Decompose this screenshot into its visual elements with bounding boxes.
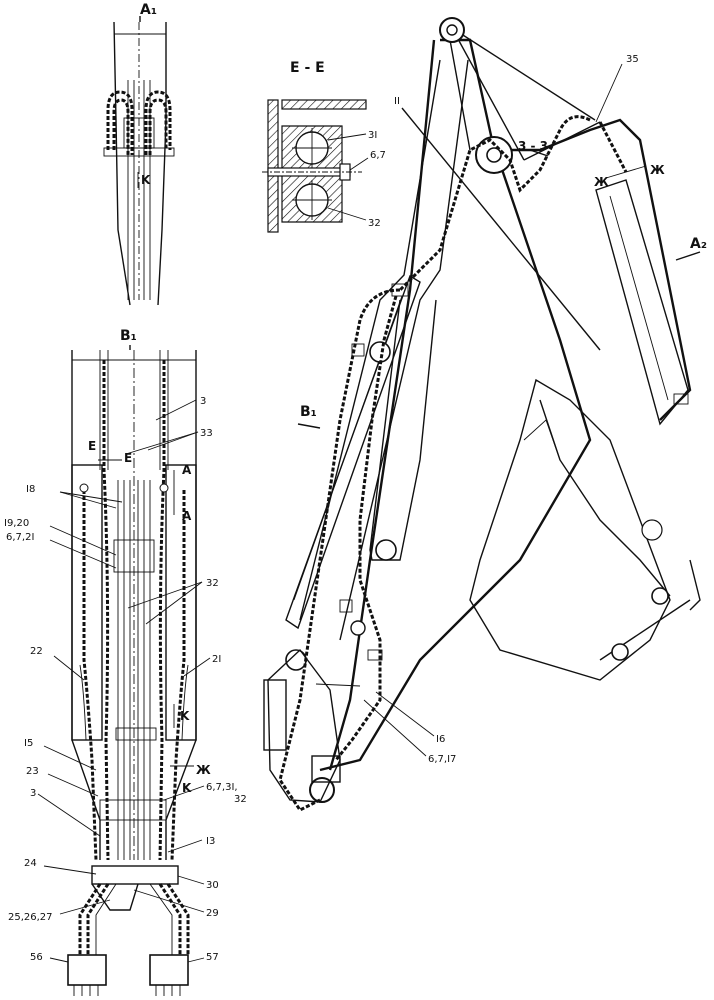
view-a1-label: A₁ [140, 2, 157, 18]
label-57: 57 [206, 952, 219, 963]
label-16: I6 [436, 734, 445, 745]
label-zh2: Ж [650, 163, 665, 177]
label-13: I3 [206, 836, 215, 847]
label-a2: A [182, 509, 192, 523]
label-6-7-17: 6,7,I7 [428, 754, 456, 765]
label-23: 23 [26, 766, 39, 777]
label-33: 33 [200, 428, 213, 439]
label-31-ee: 3I [368, 130, 377, 141]
label-32-ee: 32 [368, 218, 381, 229]
label-32b: 32 [234, 794, 247, 805]
label-k-a1: K [141, 173, 151, 187]
label-21: 2I [212, 654, 221, 665]
label-3: 3 [30, 788, 36, 799]
label-zh1: Ж [594, 175, 609, 189]
label-e1: E [88, 439, 96, 453]
label-k1: K [180, 709, 190, 723]
label-19-20: I9,20 [4, 518, 29, 529]
label-3-top: 3 [200, 396, 206, 407]
section-ee-label: E - E [290, 60, 325, 76]
label-18: I8 [26, 484, 35, 495]
view-b1-label: B₁ [120, 328, 137, 344]
label-24: 24 [24, 858, 37, 869]
label-32: 32 [206, 578, 219, 589]
label-35: 35 [626, 54, 639, 65]
label-6-7-ee: 6,7 [370, 150, 386, 161]
view-a1: A₁ K [103, 2, 175, 306]
label-zh3: Ж [196, 763, 211, 777]
view-b1: B₁ 3 [4, 328, 247, 996]
label-II: II [394, 96, 400, 107]
label-a1: A [182, 463, 192, 477]
side-view-excavator-arm: II 3 - 3 35 Ж Ж A₂ B₁ I6 6,7,I7 [263, 17, 707, 812]
view-a2-label: A₂ [690, 236, 707, 252]
label-22: 22 [30, 646, 43, 657]
label-e2: E [124, 451, 132, 465]
label-k2: K [182, 781, 192, 795]
section-e-e: E - E 3I 6,7 32 [262, 60, 386, 233]
label-6-7-31: 6,7,3I, [206, 782, 238, 793]
label-6-7-21: 6,7,2I [6, 532, 34, 543]
label-25-26-27: 25,26,27 [8, 912, 53, 923]
label-15: I5 [24, 738, 33, 749]
view-b1-arrow-label: B₁ [300, 404, 317, 420]
label-30: 30 [206, 880, 219, 891]
label-section-3-3: 3 - 3 [518, 139, 548, 153]
label-56: 56 [30, 952, 43, 963]
label-29: 29 [206, 908, 219, 919]
